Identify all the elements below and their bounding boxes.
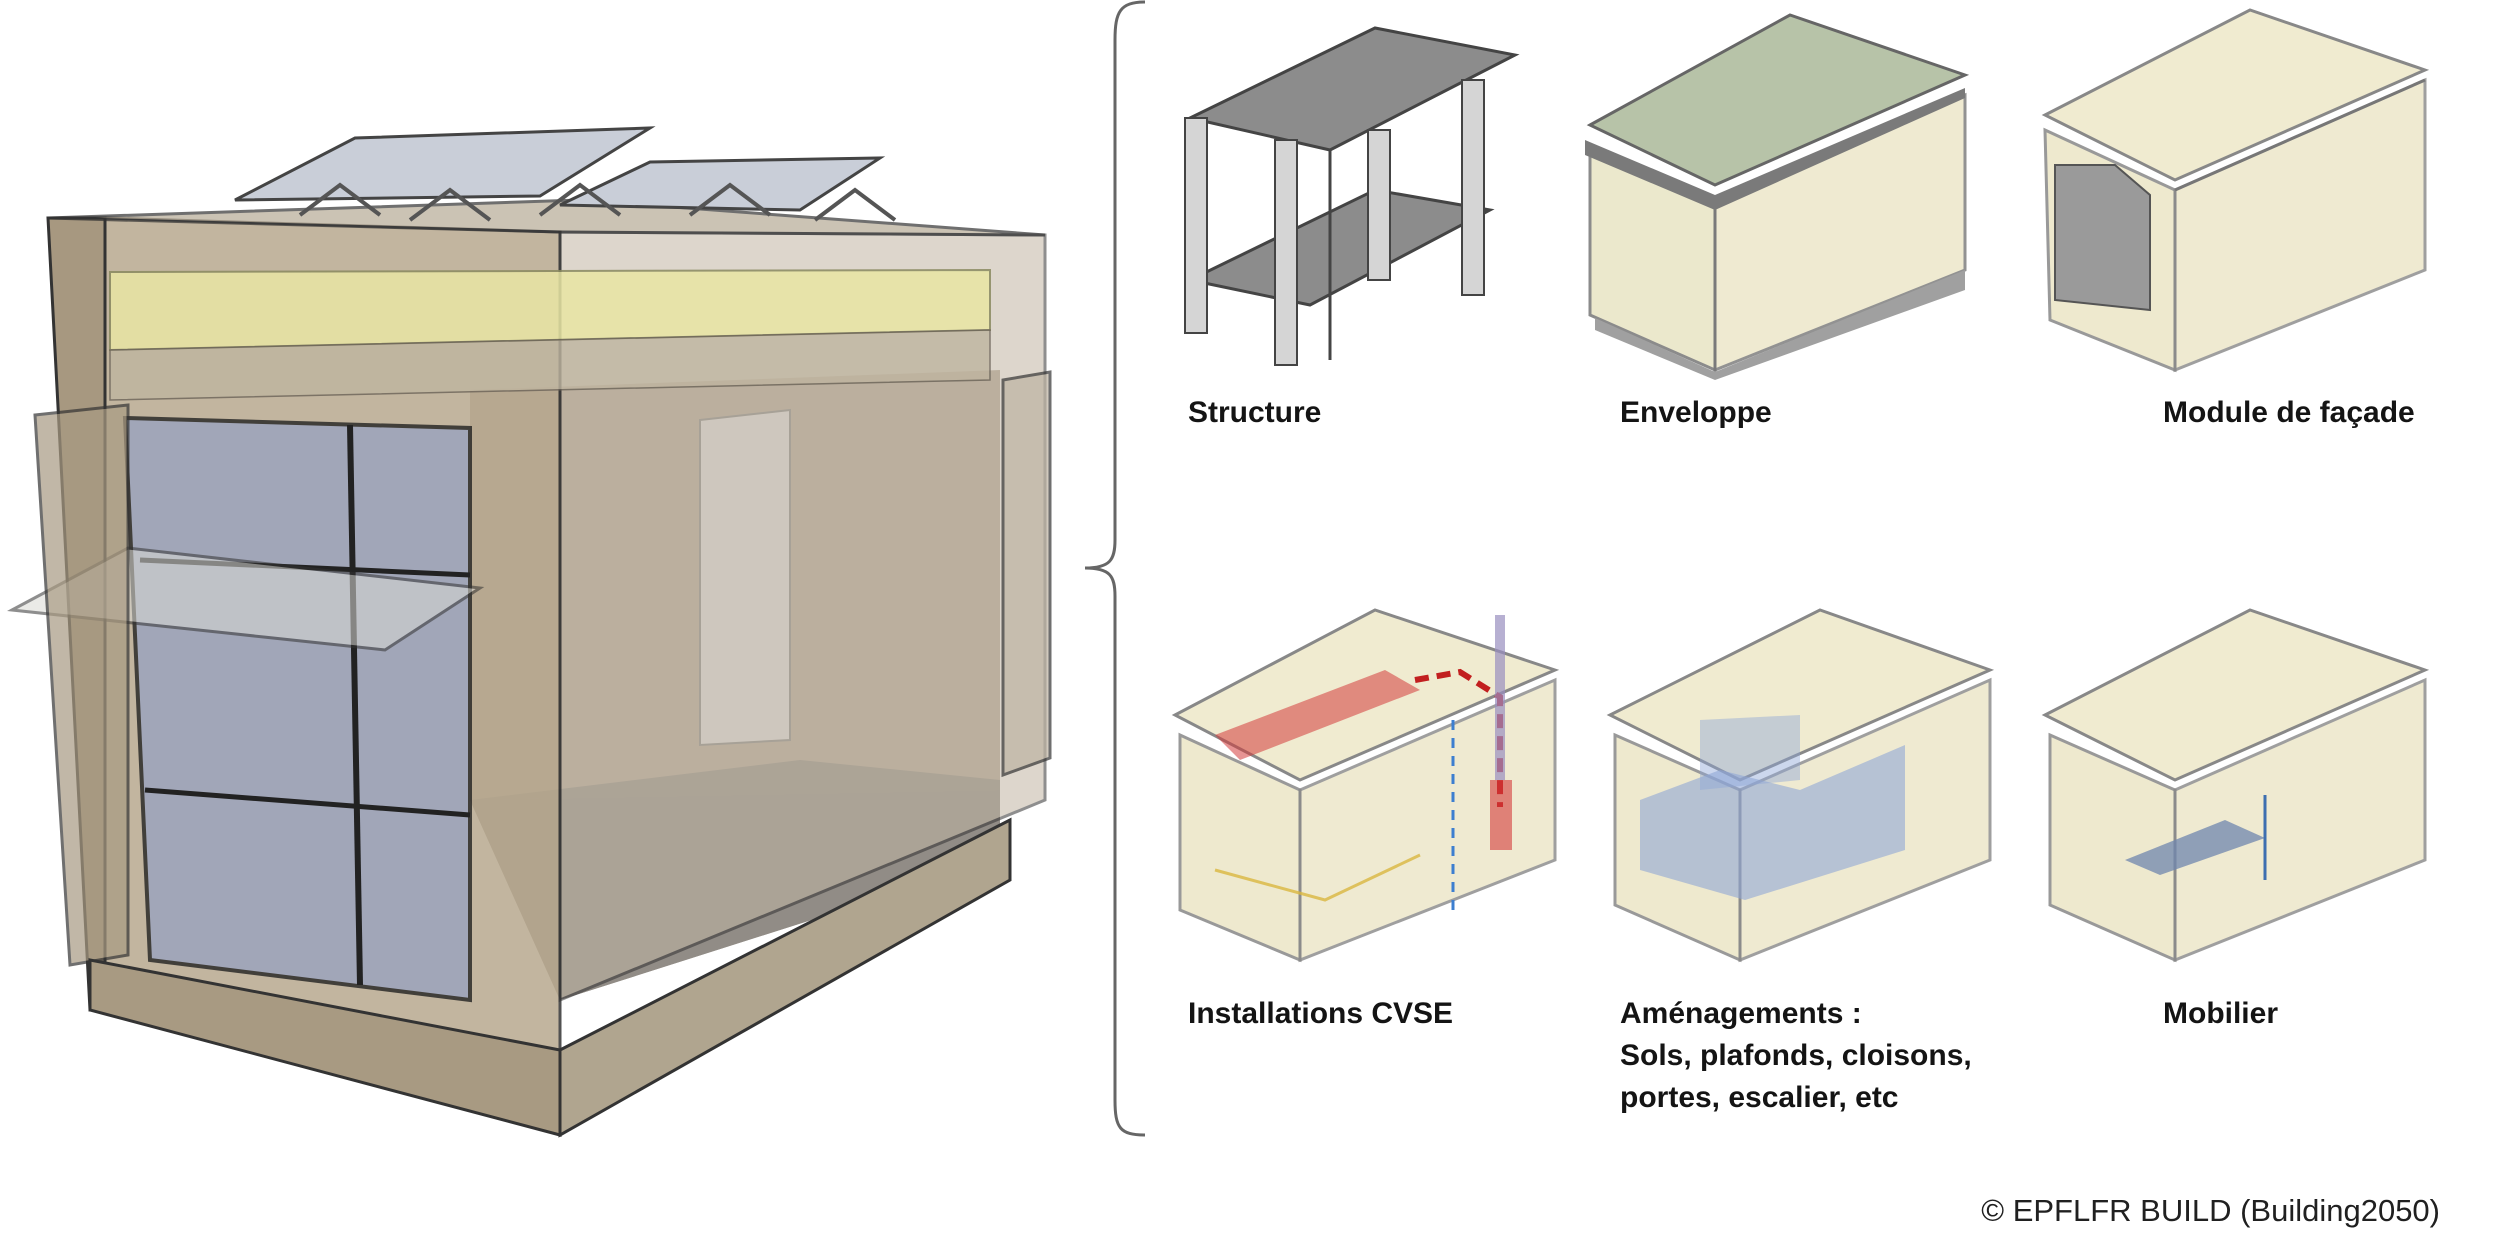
label-amenagements-line1: Aménagements :	[1620, 997, 1862, 1030]
label-amenagements: Aménagements : Sols, plafonds, cloisons,…	[1620, 993, 1972, 1119]
label-structure: Structure	[1188, 396, 1322, 429]
amenagements-thumbnail	[1606, 608, 1995, 963]
structure-thumbnail	[1184, 26, 1520, 366]
facade-module-thumbnail	[2041, 8, 2430, 373]
grouping-bracket	[1084, 0, 1146, 1137]
solar-panels	[234, 126, 897, 222]
installations-thumbnail	[1171, 608, 1560, 963]
facade-window	[122, 415, 472, 1003]
mobilier-thumbnail	[2041, 608, 2430, 963]
label-installations: Installations CVSE	[1188, 997, 1454, 1030]
copyright-notice: © EPFLFR BUILD (Building2050)	[1981, 1193, 2440, 1228]
label-enveloppe: Enveloppe	[1620, 396, 1772, 429]
full-module-perspective	[6, 126, 1052, 1138]
label-amenagements-line2: Sols, plafonds, cloisons,	[1620, 1039, 1972, 1072]
label-mobilier: Mobilier	[2163, 997, 2279, 1030]
label-module-facade: Module de façade	[2163, 396, 2415, 429]
enveloppe-thumbnail	[1585, 13, 1970, 380]
label-amenagements-line3: portes, escalier, etc	[1620, 1081, 1899, 1114]
